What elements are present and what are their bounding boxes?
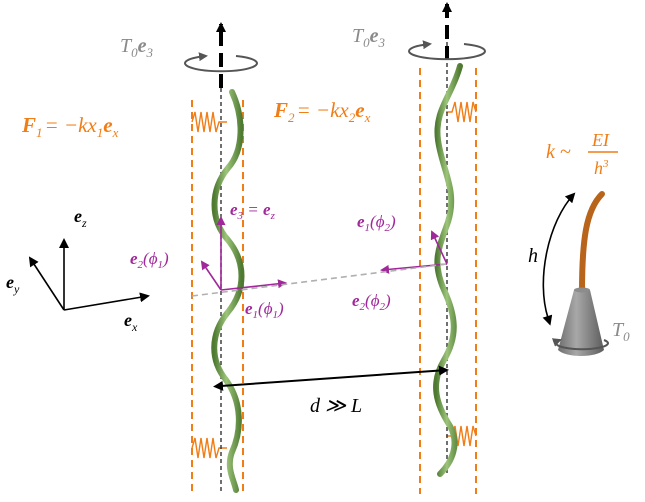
inset-cone-top <box>574 287 590 293</box>
filaments <box>211 63 463 493</box>
e1-phi1-vector <box>220 279 287 291</box>
inset-height-arrow <box>542 192 576 326</box>
torque-axis-arrows <box>216 2 452 88</box>
inset-cone <box>558 290 604 356</box>
label-e2-phi1: e2(ϕ1) <box>130 249 169 271</box>
label-torque-left: T0e3 <box>120 35 154 60</box>
spring-left-top <box>191 111 227 133</box>
spring-left-bottom <box>191 437 227 459</box>
label-height: h <box>528 245 538 267</box>
inset-rotation <box>551 338 609 351</box>
label-e1-phi2: e1(ϕ2) <box>357 212 396 234</box>
spring-right-top <box>446 101 477 123</box>
rotation-indicators <box>184 40 486 73</box>
label-torque-right: T0e3 <box>352 25 386 50</box>
connector-dashed-line <box>191 263 448 297</box>
rotation-ellipse-left <box>184 52 258 73</box>
label-torque-inset: T0 <box>612 319 630 344</box>
label-e3-eq-ez: e3 = ez <box>230 200 276 222</box>
label-stiffness-den: h3 <box>594 158 609 178</box>
label-force-left: F1= −kx1ex <box>21 113 119 140</box>
confinement-walls <box>191 68 477 494</box>
label-distance: d ≫ L <box>310 395 362 417</box>
e1-phi2-vector <box>430 230 448 265</box>
label-axis-z: ez <box>74 206 87 230</box>
label-axis-y: ey <box>6 272 20 296</box>
label-force-right: F2= −kx2ex <box>273 98 371 125</box>
e2-phi1-vector <box>200 260 222 291</box>
global-y-axis <box>28 256 65 311</box>
label-axis-x: ex <box>124 310 138 334</box>
rotation-ellipse-right <box>408 40 486 61</box>
label-e1-phi1: e1(ϕ1) <box>245 299 284 321</box>
label-e2-phi2: e2(ϕ2) <box>352 291 391 313</box>
e2-phi2-vector <box>380 263 448 274</box>
label-stiffness-num: EI <box>591 130 610 150</box>
label-stiffness-lhs: k ~ <box>546 141 571 163</box>
inset-filament <box>542 191 609 356</box>
filament-axes <box>220 28 448 492</box>
global-frame <box>28 238 150 311</box>
filament-right <box>433 63 463 477</box>
local-frames <box>200 216 448 291</box>
inset-brown-filament <box>579 191 605 295</box>
distance-arrow <box>213 365 449 391</box>
filament-left <box>211 89 245 493</box>
global-x-axis <box>63 292 150 311</box>
